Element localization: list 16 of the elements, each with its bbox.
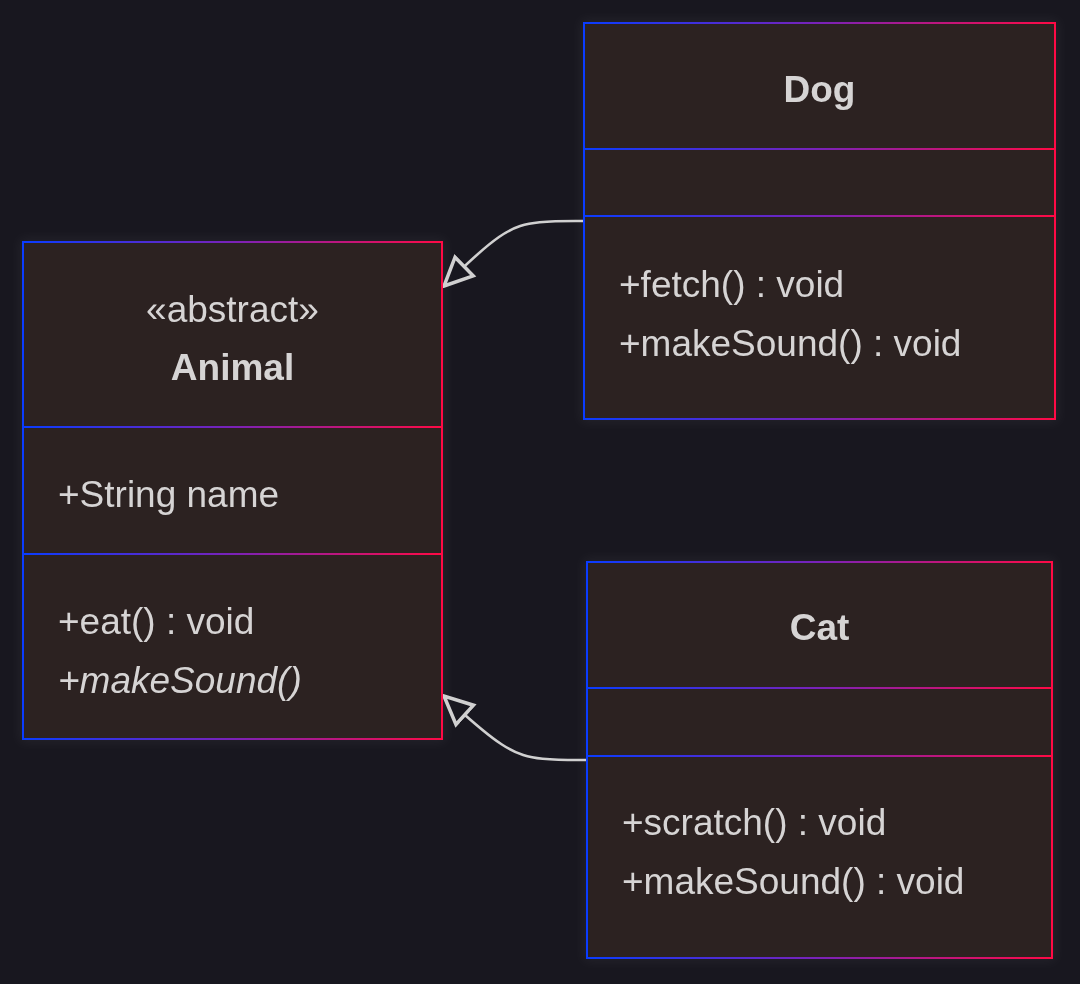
class-name: Animal: [169, 345, 296, 390]
class-box: [22, 241, 443, 740]
attribute-text: +String name: [58, 472, 280, 517]
class-name: Cat: [788, 605, 851, 650]
method-text: +eat() : void: [58, 599, 255, 644]
inheritance-arrow: [442, 219, 583, 288]
method-text: +fetch() : void: [619, 262, 845, 307]
method-text: +scratch() : void: [622, 800, 887, 845]
method-text: +makeSound() : void: [619, 321, 962, 366]
method-text: +makeSound() : void: [622, 859, 965, 904]
class-box: [586, 561, 1053, 959]
stereotype-label: «abstract»: [145, 287, 320, 332]
method-text: +makeSound(): [58, 658, 302, 703]
class-name: Dog: [782, 67, 857, 112]
class-box: [583, 22, 1056, 420]
inheritance-arrow: [442, 694, 586, 762]
